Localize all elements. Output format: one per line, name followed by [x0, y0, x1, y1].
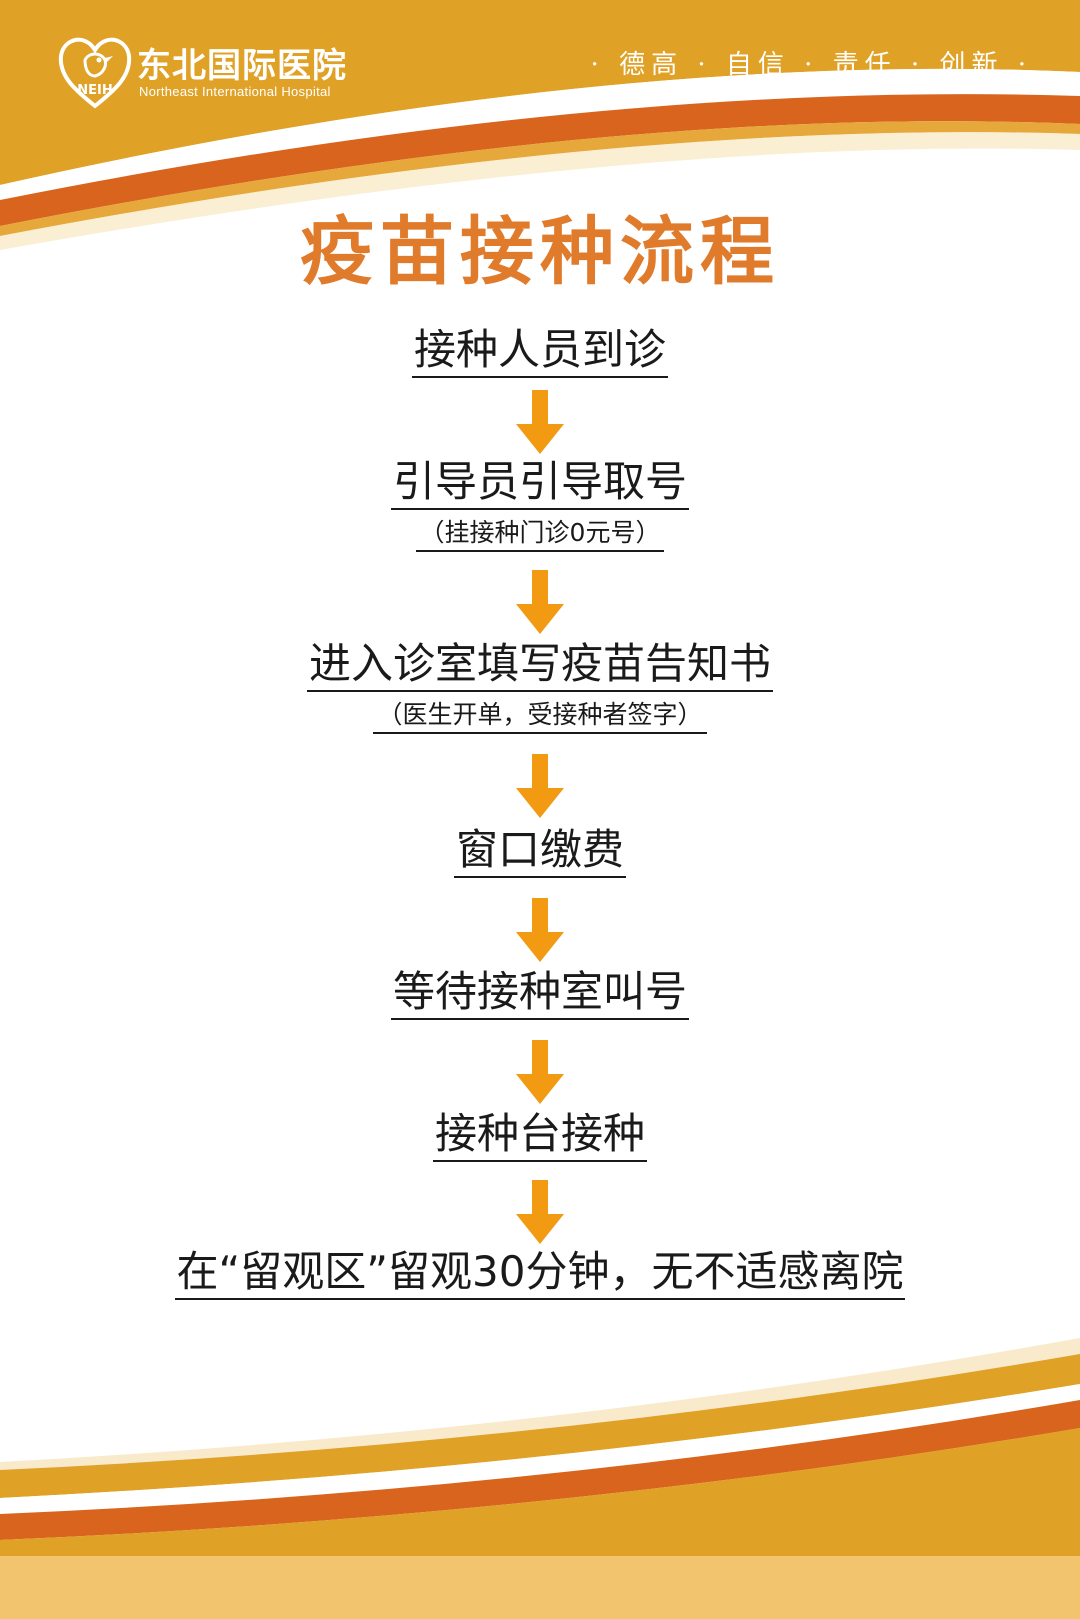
step-1: 接种人员到诊 — [0, 325, 1080, 379]
step-note: （挂接种门诊0元号） — [415, 518, 665, 552]
bird-heart-emblem-icon: NEIH — [58, 37, 132, 109]
hospital-motto: · 德高 · 自信 · 责任 · 创新 · — [590, 50, 1032, 80]
step-label: 等待接种室叫号 — [390, 967, 689, 1021]
arrow-down-icon — [516, 570, 564, 634]
logo-letters: NEIH — [77, 83, 112, 98]
page-title: 疫苗接种流程 — [300, 209, 780, 295]
arrow-down-icon — [516, 390, 564, 454]
step-note: （医生开单，受接种者签字） — [373, 700, 707, 734]
step-3: 进入诊室填写疫苗告知书 — [0, 639, 1080, 693]
step-label: 接种台接种 — [432, 1109, 647, 1163]
step-4: 窗口缴费 — [0, 825, 1080, 879]
step-label: 进入诊室填写疫苗告知书 — [306, 639, 773, 693]
step-5: 等待接种室叫号 — [0, 967, 1080, 1021]
hospital-name-en: Northeast International Hospital — [139, 84, 331, 99]
arrow-down-icon — [516, 898, 564, 962]
arrow-down-icon — [516, 1180, 564, 1244]
step-label: 引导员引导取号 — [390, 457, 689, 511]
hospital-name-cn: 东北国际医院 — [137, 46, 347, 86]
hospital-logo: NEIH 东北国际医院 Northeast International Hosp… — [55, 32, 395, 112]
step-6: 接种台接种 — [0, 1109, 1080, 1163]
step-7: 在“留观区”留观30分钟，无不适感离院 — [0, 1247, 1080, 1301]
arrow-down-icon — [516, 1040, 564, 1104]
step-2-note: （挂接种门诊0元号） — [0, 518, 1080, 552]
step-label: 接种人员到诊 — [411, 325, 668, 379]
step-label: 在“留观区”留观30分钟，无不适感离院 — [174, 1247, 906, 1301]
step-label: 窗口缴费 — [453, 825, 626, 879]
arrow-down-icon — [516, 754, 564, 818]
step-2: 引导员引导取号 — [0, 457, 1080, 511]
step-3-note: （医生开单，受接种者签字） — [0, 700, 1080, 734]
